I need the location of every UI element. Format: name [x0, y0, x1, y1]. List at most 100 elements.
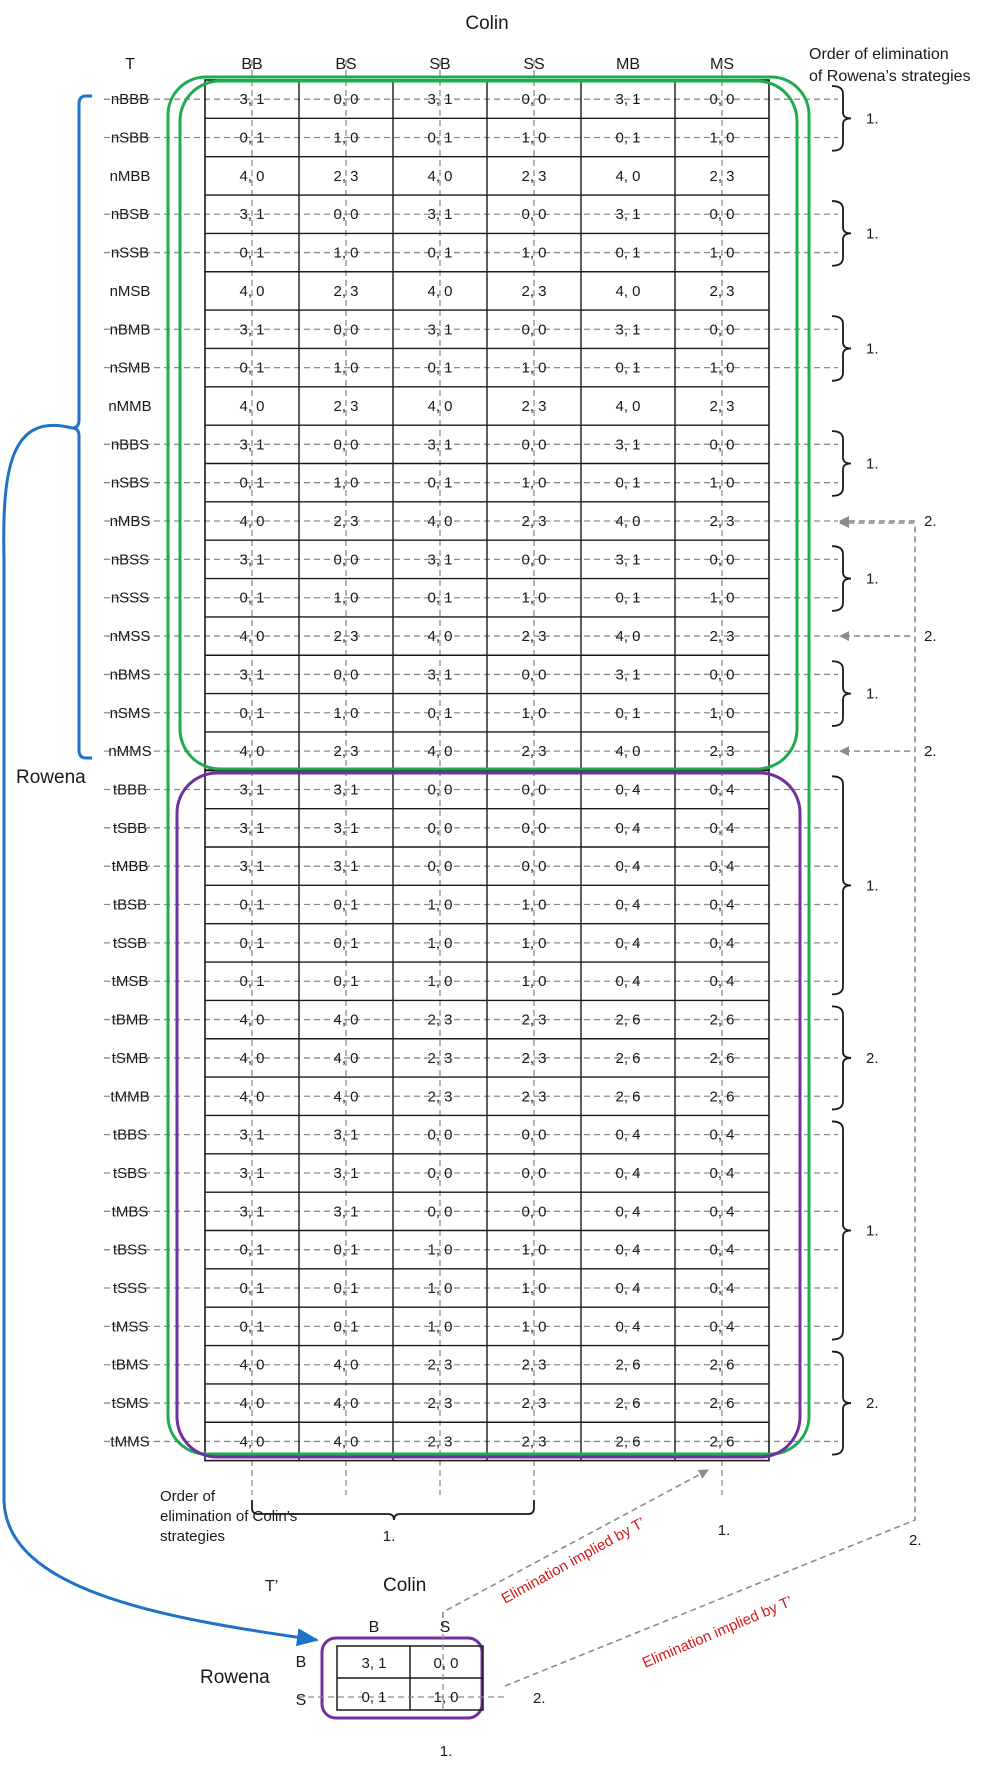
col-order-line3: strategies: [160, 1528, 225, 1545]
payoff-cell: 2, 3: [709, 168, 734, 185]
payoff-cell: 4, 0: [427, 283, 452, 300]
payoff-cell: 2, 3: [521, 1050, 546, 1067]
payoff-cell: 2, 3: [427, 1088, 452, 1105]
payoff-cell: 0, 4: [615, 1280, 640, 1297]
row-label-nSMB: nSMB: [110, 360, 151, 377]
matrix-label-t: T: [125, 56, 135, 73]
payoff-cell: 0, 1: [239, 245, 264, 262]
row-label-nSSS: nSSS: [111, 590, 149, 607]
row-arrow-label-2: 2.: [924, 743, 937, 760]
payoff-cell: 3, 1: [239, 858, 264, 875]
rowena-label: Rowena: [16, 767, 86, 788]
row-label-tBBB: tBBB: [113, 781, 147, 798]
row-label-nBBB: nBBB: [111, 91, 149, 108]
payoff-cell: 0, 1: [239, 360, 264, 377]
payoff-cell: 3, 1: [239, 551, 264, 568]
payoff-cell: 4, 0: [615, 743, 640, 760]
row-brace-3: [831, 430, 852, 497]
payoff-cell: 3, 1: [427, 206, 452, 223]
payoff-cell: 1, 0: [427, 973, 452, 990]
payoff-cell: 3, 1: [615, 91, 640, 108]
payoff-cell: 0, 1: [427, 475, 452, 492]
payoff-cell: 0, 1: [239, 130, 264, 147]
payoff-cell: 2, 6: [615, 1433, 640, 1450]
payoff-cell: 4, 0: [333, 1050, 358, 1067]
rowena-n-strategies-brace: [71, 94, 92, 760]
payoff-cell: 0, 4: [615, 781, 640, 798]
col-order-right-label: 2.: [909, 1532, 922, 1549]
payoff-cell: 0, 1: [239, 475, 264, 492]
payoff-cell: 4, 0: [239, 513, 264, 530]
payoff-cell: 3, 1: [239, 206, 264, 223]
payoff-cell: 0, 0: [521, 858, 546, 875]
payoff-cell: 0, 0: [427, 858, 452, 875]
payoff-cell: 0, 4: [709, 1165, 734, 1182]
payoff-cell: 0, 0: [333, 91, 358, 108]
payoff-cell: 2, 6: [615, 1012, 640, 1029]
payoff-cell: 2, 3: [427, 1357, 452, 1374]
payoff-cell: 0, 0: [709, 666, 734, 683]
purple-region: [175, 771, 802, 1459]
payoff-cell: 2, 3: [333, 398, 358, 415]
small-col-elim-label: 1.: [440, 1743, 453, 1760]
payoff-cell: 1, 0: [427, 1280, 452, 1297]
row-label-nBSS: nBSS: [111, 551, 149, 568]
payoff-cell: 0, 0: [709, 551, 734, 568]
payoff-cell: 3, 1: [427, 436, 452, 453]
row-label-tMSB: tMSB: [112, 973, 149, 990]
payoff-cell: 2, 3: [521, 283, 546, 300]
row-brace-4: [831, 545, 852, 612]
payoff-cell: 4, 0: [615, 168, 640, 185]
payoff-cell: 2, 3: [709, 628, 734, 645]
row-label-tBBS: tBBS: [113, 1127, 147, 1144]
row-brace-0: [831, 85, 852, 152]
payoff-cell: 4, 0: [333, 1433, 358, 1450]
payoff-cell: 2, 6: [709, 1433, 734, 1450]
row-brace-1: [831, 200, 852, 267]
payoff-cell: 0, 1: [333, 1318, 358, 1335]
payoff-cell: 4, 0: [333, 1012, 358, 1029]
payoff-cell: 1, 0: [521, 897, 546, 914]
payoff-cell: 2, 3: [521, 168, 546, 185]
payoff-cell: 3, 1: [239, 781, 264, 798]
payoff-cell: 0, 0: [427, 1127, 452, 1144]
payoff-cell: 2, 6: [615, 1395, 640, 1412]
payoff-cell: 2, 3: [521, 1433, 546, 1450]
payoff-cell: 0, 0: [521, 551, 546, 568]
payoff-cell: 1, 0: [521, 475, 546, 492]
row-order-title-line2: of Rowena’s strategies: [809, 68, 971, 85]
payoff-cell: 0, 0: [521, 436, 546, 453]
row-brace-2: [831, 315, 852, 382]
small-row-label-b: B: [296, 1654, 307, 1671]
payoff-cell: 2, 3: [521, 1395, 546, 1412]
row-brace-label-7: 2.: [866, 1050, 879, 1067]
payoff-cell: 0, 4: [709, 820, 734, 837]
payoff-cell: 0, 1: [239, 590, 264, 607]
row-label-tMBB: tMBB: [112, 858, 149, 875]
payoff-cell: 1, 0: [333, 590, 358, 607]
row-brace-label-1: 1.: [866, 225, 879, 242]
payoff-cell: 1, 0: [521, 1318, 546, 1335]
payoff-cell: 2, 6: [709, 1012, 734, 1029]
payoff-matrix: nBBB 3, 1 0, 0 3, 1 0, 0 3, 1 0, 0 nSBB 0, 1 1, 0…: [104, 60, 838, 1495]
payoff-cell: 0, 0: [427, 1203, 452, 1220]
payoff-cell: 4, 0: [239, 168, 264, 185]
payoff-cell: 2, 6: [709, 1050, 734, 1067]
payoff-cell: 4, 0: [239, 1088, 264, 1105]
row-label-nBMS: nBMS: [110, 666, 151, 683]
row-label-nSBB: nSBB: [111, 130, 149, 147]
payoff-cell: 0, 4: [709, 1242, 734, 1259]
payoff-cell: 3, 1: [615, 666, 640, 683]
row-label-tSSB: tSSB: [113, 935, 147, 952]
small-cell-sb: 0, 1: [361, 1689, 386, 1706]
row-label-nMBS: nMBS: [110, 513, 151, 530]
payoff-cell: 1, 0: [709, 705, 734, 722]
small-cell-ss: 1, 0: [433, 1689, 458, 1706]
payoff-cell: 3, 1: [427, 91, 452, 108]
row-brace-5: [831, 660, 852, 727]
payoff-cell: 1, 0: [709, 130, 734, 147]
row-arrow-label-0: 2.: [924, 513, 937, 530]
payoff-cell: 0, 1: [239, 705, 264, 722]
payoff-cell: 0, 0: [521, 781, 546, 798]
ms-elim-label: 1.: [718, 1522, 731, 1539]
